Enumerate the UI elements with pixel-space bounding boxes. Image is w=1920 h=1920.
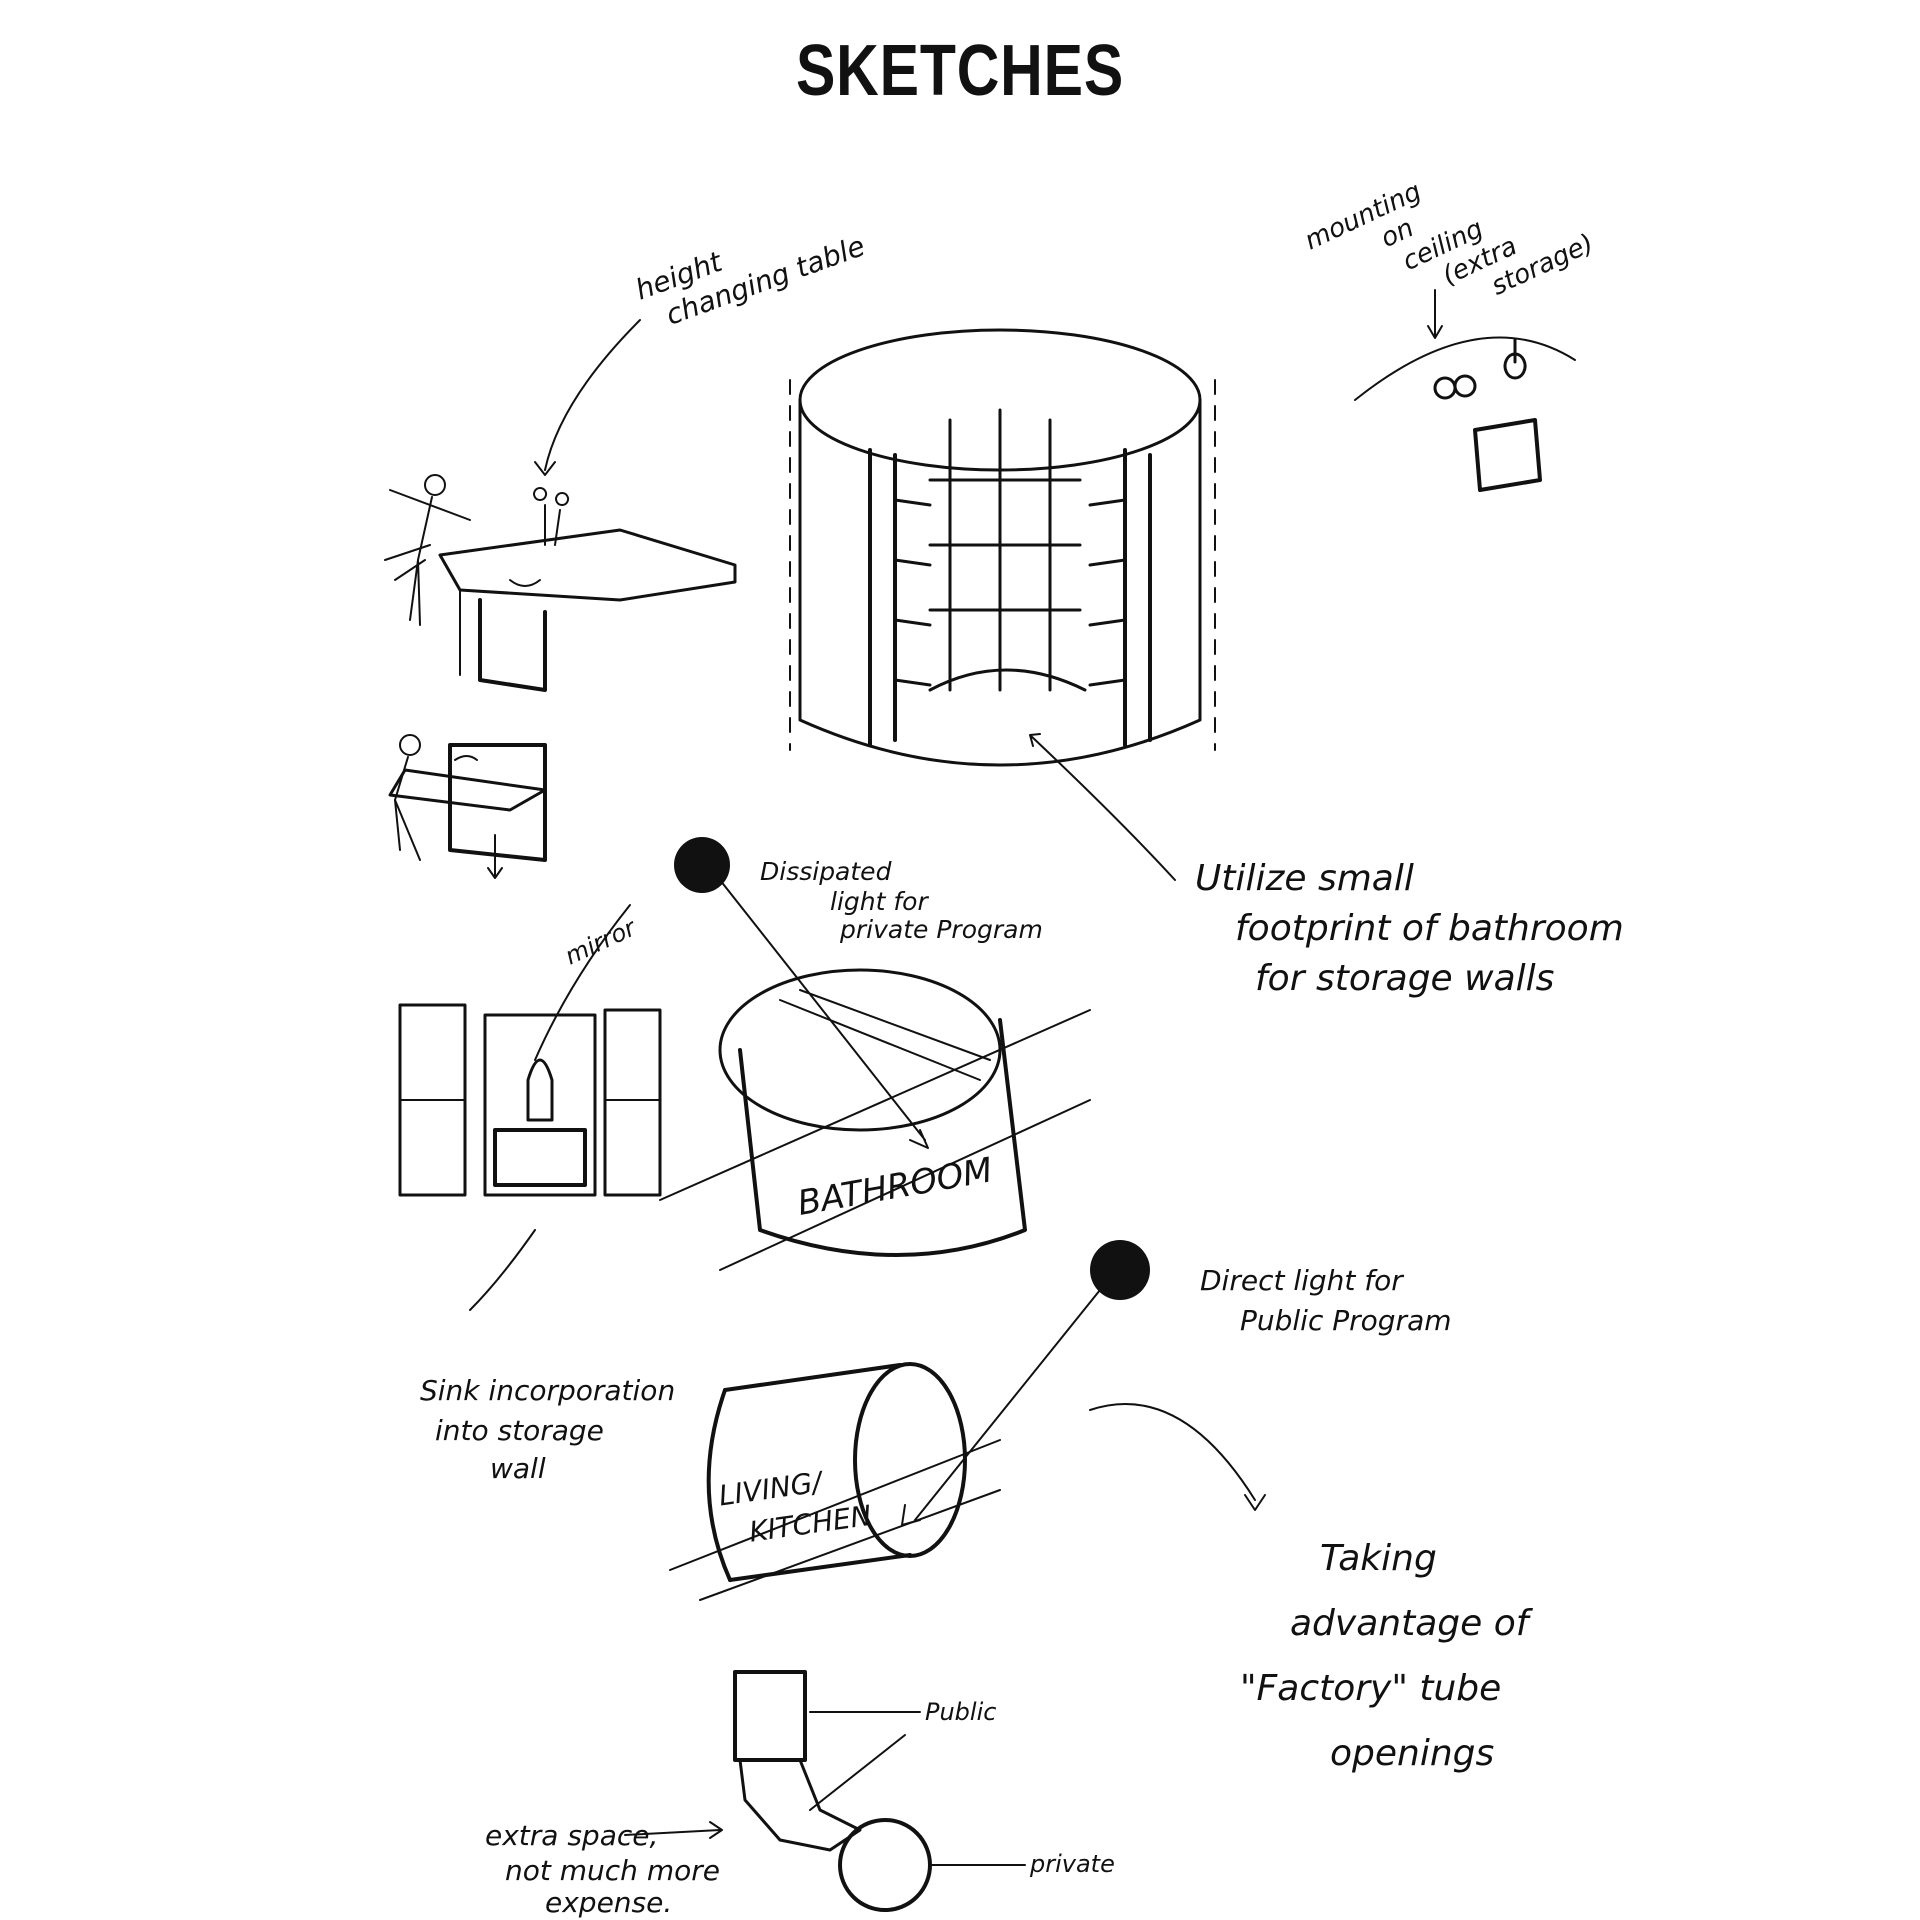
svg-text:extra space, not much: extra space, not much more expense. — [485, 1819, 729, 1919]
annotation-notes: height changing table mounting on ceilin… — [420, 120, 1635, 1919]
living-label-line2: KITCHEN — [747, 1499, 873, 1549]
folding-table-sketch — [388, 734, 547, 879]
note-direct-line1: Direct light for — [1200, 1264, 1404, 1297]
page-title: SKETCHES — [795, 31, 1125, 111]
note-private: private — [1029, 1850, 1115, 1878]
note-factory-line1: Taking — [1320, 1538, 1437, 1579]
note-factory-line2: advantage of — [1290, 1603, 1534, 1644]
note-dissipated-line3: private Program — [839, 915, 1043, 944]
ceiling-mount-sketch — [1354, 289, 1576, 492]
bathroom-cylinder-sketch — [659, 837, 1091, 1271]
note-dissipated-line1: Dissipated — [760, 857, 892, 886]
svg-text:Sink incorporation int: Sink incorporation into storage wall — [420, 1374, 684, 1485]
bathroom-label: BATHROOM — [795, 1150, 996, 1224]
note-sink-line2: into storage — [435, 1414, 604, 1447]
storage-cylinder-sketch — [789, 328, 1216, 767]
living-label-line1: LIVING/ — [717, 1465, 826, 1512]
svg-text:mounting on ce: mounting on ceiling (extra storage) — [1300, 120, 1598, 365]
note-direct-line2: Public Program — [1240, 1304, 1452, 1337]
tube-openings-diagram — [624, 1670, 1026, 1912]
living-kitchen-tube-sketch — [669, 1240, 1266, 1601]
note-factory-line4: openings — [1330, 1733, 1494, 1774]
svg-text:height changing table: height changing table — [631, 197, 869, 338]
note-factory-line3: "Factory" tube — [1240, 1668, 1501, 1709]
svg-text:Direct light for Publi: Direct light for Public Program — [1200, 1264, 1452, 1337]
note-sink-line1: Sink incorporation — [420, 1374, 675, 1407]
changing-table-sketch — [384, 474, 737, 692]
note-sink-line3: wall — [490, 1452, 546, 1485]
svg-text:Utilize small footprin: Utilize small footprint of bathroom for … — [1195, 858, 1635, 999]
svg-text:Taking advantage of: Taking advantage of "Factory" tube openi… — [1240, 1538, 1540, 1774]
note-utilize-line1: Utilize small — [1195, 858, 1414, 899]
annotation-arrows — [534, 319, 1176, 881]
note-dissipated-line2: light for — [830, 887, 929, 916]
note-utilize-line3: for storage walls — [1255, 958, 1554, 999]
note-extra-line2: not much more — [505, 1854, 720, 1887]
note-mirror: mirror — [561, 913, 642, 971]
svg-text:LIVING/ KITCHEN: LIVING/ KITCHEN — [717, 1459, 874, 1552]
note-extra-line1: extra space, — [485, 1819, 658, 1852]
svg-text:Dissipated light for: Dissipated light for private Program — [760, 857, 1043, 944]
note-extra-line3: expense. — [545, 1886, 672, 1919]
note-public: Public — [925, 1698, 996, 1726]
sink-wall-sketch — [398, 904, 662, 1311]
note-utilize-line2: footprint of bathroom — [1235, 908, 1624, 949]
